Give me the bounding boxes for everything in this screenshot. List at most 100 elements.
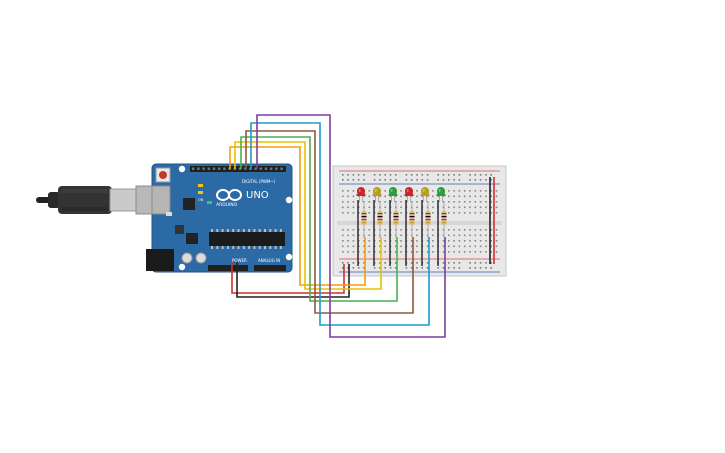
- bb-hole: [485, 245, 487, 248]
- bb-hole: [453, 234, 455, 237]
- bb-hole: [485, 251, 487, 253]
- header-pin: [197, 167, 200, 170]
- bb-rail-hole: [416, 179, 418, 181]
- wire-orange[interactable]: [229, 146, 366, 286]
- bb-hole: [474, 201, 477, 203]
- bb-rail-hole: [453, 179, 455, 181]
- bb-hole: [463, 190, 466, 192]
- bb-hole: [395, 201, 397, 203]
- bb-hole: [469, 245, 471, 248]
- bb-hole: [368, 206, 371, 209]
- bb-rail-hole: [442, 262, 445, 264]
- resistor-band: [441, 222, 447, 224]
- resistor-body: [361, 211, 367, 225]
- bb-rail-hole: [373, 174, 376, 176]
- wire-red[interactable]: [231, 262, 345, 294]
- resistor: [361, 203, 367, 238]
- wire-green[interactable]: [240, 136, 398, 302]
- voltage-regulator: [175, 225, 184, 234]
- bb-hole: [485, 190, 487, 192]
- resistor-band: [377, 219, 383, 221]
- header-pin: [202, 167, 205, 170]
- reset-button-cap[interactable]: [159, 171, 167, 179]
- resistor: [409, 203, 415, 238]
- bb-hole: [474, 234, 477, 237]
- bb-hole: [342, 201, 344, 203]
- bb-hole: [347, 195, 349, 198]
- bb-hole: [410, 245, 413, 248]
- bb-rail-hole: [395, 262, 397, 264]
- power-header: [208, 265, 248, 271]
- bb-hole: [352, 251, 355, 253]
- wire-blue[interactable]: [250, 122, 430, 326]
- bb-hole: [352, 206, 355, 209]
- bb-hole: [463, 212, 466, 214]
- led-body: [357, 187, 365, 196]
- bb-hole: [357, 240, 360, 242]
- bb-rail-hole: [416, 174, 418, 176]
- bb-rail-hole: [352, 174, 355, 176]
- bb-rail-hole: [347, 179, 349, 181]
- bb-rail-hole: [469, 174, 471, 176]
- bb-rail-hole: [363, 262, 365, 264]
- wire-brown[interactable]: [245, 130, 414, 314]
- resistor-band: [425, 213, 431, 215]
- resistor-band: [377, 213, 383, 215]
- bb-rail-hole: [448, 262, 450, 264]
- bb-hole: [490, 190, 492, 192]
- bb-hole: [426, 234, 429, 237]
- bb-hole: [474, 190, 477, 192]
- bb-rail-hole: [426, 174, 429, 176]
- bb-hole: [432, 190, 434, 192]
- bb-hole: [479, 212, 482, 214]
- resistor-band: [361, 213, 367, 215]
- bb-hole: [363, 201, 365, 203]
- bb-hole: [448, 206, 450, 209]
- bb-hole: [352, 190, 355, 192]
- header-pin: [264, 167, 268, 170]
- bb-hole: [389, 195, 392, 198]
- bb-hole: [442, 201, 445, 203]
- header-pin: [259, 167, 262, 170]
- bb-rail-hole: [373, 179, 376, 181]
- bb-rail-hole: [357, 174, 360, 176]
- bb-hole: [416, 234, 418, 237]
- bb-hole: [379, 195, 381, 198]
- bb-hole: [458, 190, 461, 192]
- bb-hole: [347, 206, 349, 209]
- bb-hole: [368, 212, 371, 214]
- bb-hole: [347, 234, 349, 237]
- bb-rail-hole: [416, 267, 418, 269]
- bb-rail-hole: [490, 262, 492, 264]
- bb-hole: [469, 251, 471, 253]
- bb-hole: [432, 240, 434, 242]
- wire-black[interactable]: [236, 262, 350, 298]
- resistor-body: [377, 211, 383, 225]
- bb-hole: [463, 206, 466, 209]
- chip-pin: [221, 229, 224, 232]
- bb-hole: [426, 229, 429, 231]
- led-body: [405, 187, 413, 196]
- breadboard[interactable]: [332, 165, 507, 277]
- led-rim: [356, 194, 366, 196]
- bb-hole: [384, 240, 386, 242]
- arduino-board[interactable]: UNO ARDUINO DIGITAL (PWM~) POWER ANALOG …: [146, 163, 293, 273]
- bb-rail-hole: [357, 267, 360, 269]
- bb-hole: [400, 201, 402, 203]
- bb-hole: [416, 245, 418, 248]
- bb-hole: [495, 206, 498, 209]
- bb-hole: [416, 212, 418, 214]
- chip-pin: [221, 246, 224, 249]
- bb-hole: [495, 201, 498, 203]
- bb-hole: [347, 240, 349, 242]
- wire-yellow[interactable]: [234, 141, 382, 290]
- bb-rail-hole: [490, 174, 492, 176]
- bb-rail-hole: [479, 174, 482, 176]
- bb-hole: [363, 245, 365, 248]
- usb-cable[interactable]: [36, 185, 169, 215]
- bb-hole: [395, 251, 397, 253]
- bb-hole: [384, 234, 386, 237]
- resistor-body: [441, 211, 447, 225]
- bb-rail-hole: [485, 174, 487, 176]
- wire-purple[interactable]: [256, 114, 446, 338]
